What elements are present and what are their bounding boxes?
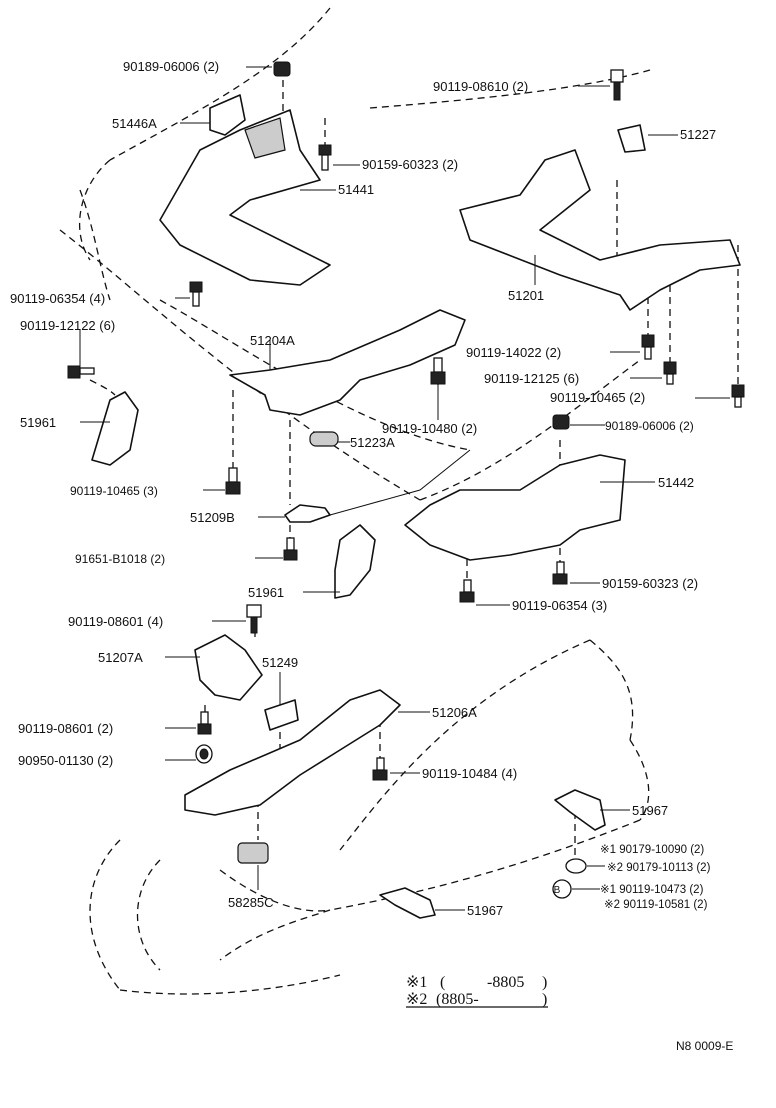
part-51201: [459, 149, 741, 311]
bolt-90119-08601-b: [197, 711, 212, 735]
part-51967-upper: [554, 789, 606, 831]
bolt-circle-b: [552, 879, 572, 899]
bolt-91651-b1018: [283, 537, 298, 561]
part-51223a: [309, 431, 339, 447]
leader-lines: [79, 66, 730, 1008]
note-1-open: (: [440, 974, 445, 991]
part-51446a: [209, 94, 246, 136]
note-2-range: (8805-: [436, 991, 479, 1008]
label-90119-10581: ※2 90119-10581 (2): [604, 899, 708, 911]
label-90119-10480: 90119-10480 (2): [382, 421, 477, 436]
bolt-90119-10484: [372, 757, 388, 781]
nut-90179-10090: [565, 858, 587, 874]
note-2-close: ): [542, 991, 547, 1008]
label-90119-08610: 90119-08610 (2): [433, 79, 528, 94]
label-51249: 51249: [262, 655, 298, 670]
part-51967-lower: [379, 887, 436, 919]
bolt-90159-60323-a: [318, 144, 332, 171]
label-51227: 51227: [680, 127, 716, 142]
bolt-90119-10480: [430, 357, 446, 385]
part-51209b: [284, 504, 331, 523]
parts: [91, 94, 741, 919]
label-90950-01130: 90950-01130 (2): [18, 753, 113, 768]
label-90119-12122: 90119-12122 (6): [20, 318, 115, 333]
nut-90189-06006-b: [552, 414, 570, 430]
label-90119-10484: 90119-10484 (4): [422, 766, 517, 781]
note-1-close: ): [542, 974, 547, 991]
fasteners: [67, 61, 745, 899]
label-91651-b1018: 91651-B1018 (2): [75, 552, 165, 566]
part-51442: [404, 454, 626, 561]
part-51227: [617, 124, 646, 153]
label-51223a: 51223A: [350, 435, 395, 450]
label-51206a: 51206A: [432, 705, 477, 720]
label-51961-a: 51961: [20, 415, 56, 430]
label-58285c: 58285C: [228, 895, 274, 910]
label-90119-10473: ※1 90119-10473 (2): [600, 884, 704, 896]
label-51201: 51201: [508, 288, 544, 303]
part-labels: 90189-06006 (2) 51446A 90119-08610 (2) 5…: [10, 59, 716, 918]
label-90119-08601-b: 90119-08601 (2): [18, 721, 113, 736]
figure-code: N8 0009-E: [676, 1039, 733, 1053]
label-90179-10113: ※2 90179-10113 (2): [607, 862, 711, 874]
part-51206a: [184, 689, 401, 816]
bolt-90159-60323-b: [552, 561, 568, 585]
note-1-mark: ※1: [406, 974, 427, 991]
label-90119-10465-a: 90119-10465 (2): [550, 390, 645, 405]
part-51441: [159, 109, 331, 286]
part-51961-left: [91, 391, 139, 466]
note-2-mark: ※2: [406, 991, 427, 1008]
part-51207a: [194, 634, 263, 701]
label-51961-b: 51961: [248, 585, 284, 600]
label-90119-08601-a: 90119-08601 (4): [68, 614, 163, 629]
part-51249: [264, 699, 299, 731]
bolt-90119-08601-a: [246, 604, 262, 634]
label-90189-06006-a: 90189-06006 (2): [123, 59, 219, 74]
label-51967-b: 51967: [467, 903, 503, 918]
label-51204a: 51204A: [250, 333, 295, 348]
label-90159-60323-a: 90159-60323 (2): [362, 157, 458, 172]
label-90119-06354-a: 90119-06354 (4): [10, 291, 105, 306]
bolt-90119-10465-a: [731, 384, 745, 408]
label-51441: 51441: [338, 182, 374, 197]
bolt-90119-12122: [67, 365, 95, 379]
label-51207a: 51207A: [98, 650, 143, 665]
label-51967-a: 51967: [632, 803, 668, 818]
label-90189-06006-b: 90189-06006 (2): [605, 419, 694, 433]
note-1-range: -8805: [487, 974, 524, 991]
label-51209b: 51209B: [190, 510, 235, 525]
label-51442: 51442: [658, 475, 694, 490]
label-90119-12125: 90119-12125 (6): [484, 371, 579, 386]
date-range-notes: ※1 ( -8805 ) ※2 (8805- ): [406, 974, 547, 1008]
bolt-90189-06006-a: [273, 61, 291, 77]
part-58285c: [237, 842, 269, 864]
label-90179-10090: ※1 90179-10090 (2): [600, 844, 704, 856]
bolt-90119-06354-a: [189, 281, 203, 307]
bolt-90119-12125: [663, 361, 677, 385]
bolt-90119-08610: [610, 69, 624, 101]
bolt-90119-10465-b: [225, 467, 241, 495]
washer-90950-01130: [195, 744, 213, 764]
label-90159-60323-b: 90159-60323 (2): [602, 576, 698, 591]
part-51961-middle: [334, 524, 376, 599]
label-90119-14022: 90119-14022 (2): [466, 345, 561, 360]
bolt-90119-14022: [641, 334, 655, 360]
part-51204a: [229, 309, 466, 416]
bolt-90119-06354-b: [459, 579, 475, 603]
label-90119-06354-b: 90119-06354 (3): [512, 598, 607, 613]
label-51446a: 51446A: [112, 116, 157, 131]
label-90119-10465-b: 90119-10465 (3): [70, 484, 158, 498]
label-circle-b: B: [554, 885, 561, 896]
